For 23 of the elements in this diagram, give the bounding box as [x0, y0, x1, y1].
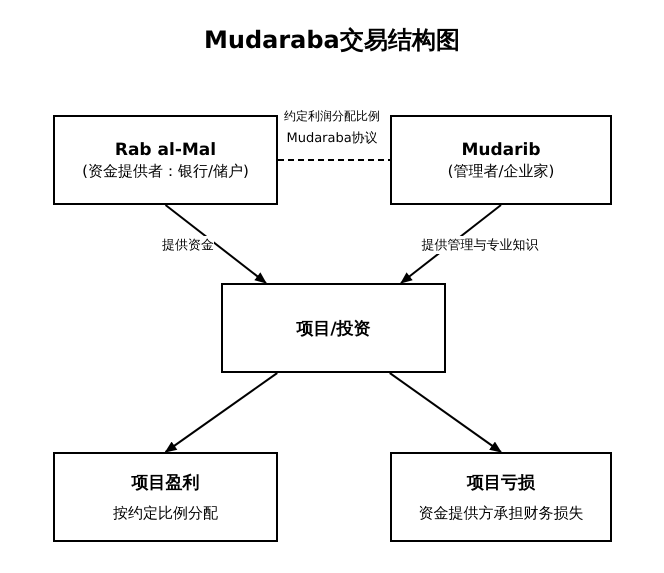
box-heading: 项目盈利 [132, 472, 200, 494]
process-box [53, 115, 278, 205]
edge-label: Mudaraba协议 [286, 129, 378, 147]
process-box [221, 283, 446, 373]
box-text: 按约定比例分配 [113, 504, 218, 523]
arrow [164, 204, 267, 284]
box-heading: 项目亏损 [467, 472, 535, 494]
process-box [53, 452, 278, 542]
edge-label: 提供管理与专业知识 [422, 236, 538, 254]
box-heading: 项目/投资 [296, 318, 371, 340]
arrow [389, 372, 502, 453]
box-heading: Rab al-Mal [114, 140, 216, 160]
note-label: 约定利润分配比例 [284, 108, 380, 124]
dashed-line [278, 159, 390, 161]
process-box [390, 452, 612, 542]
edge-label: 提供资金 [162, 236, 214, 254]
box-text: (管理者/企业家) [448, 162, 554, 180]
arrow [164, 372, 278, 453]
box-text: 资金提供方承担财务损失 [418, 504, 584, 523]
diagram-title: Mudaraba交易结构图 [204, 25, 460, 56]
box-heading: Mudarib [461, 140, 541, 160]
box-text: (资金提供者：银行/储户) [82, 162, 249, 180]
process-box [390, 115, 612, 205]
